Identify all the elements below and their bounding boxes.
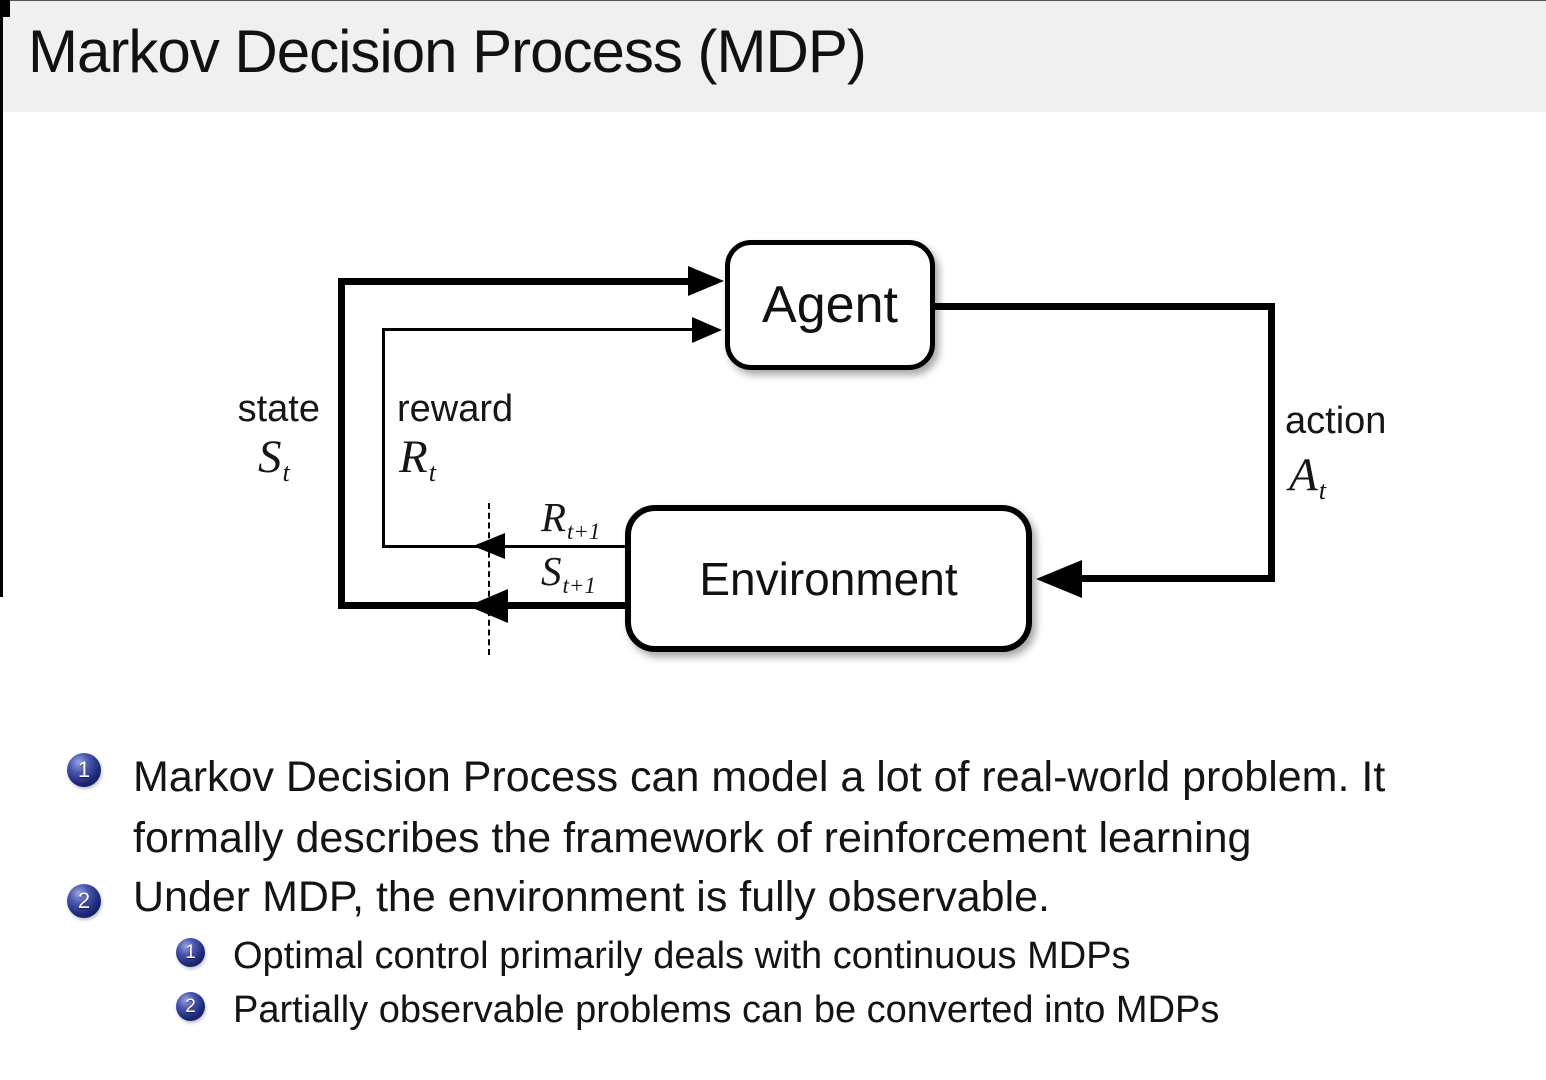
bullet-1-number: 1 (77, 757, 91, 782)
sub-bullet-2-text: Partially observable problems can be con… (233, 989, 1220, 1031)
slide-title: Markov Decision Process (MDP) (28, 18, 867, 85)
next-reward-symbol: Rt+1 (541, 494, 600, 544)
action-line-bottom (1078, 575, 1275, 582)
state-symbol-base: S (258, 431, 282, 483)
reward-line-vertical (382, 328, 385, 548)
bullet-2-number-ball: 2 (67, 884, 101, 918)
next-reward-symbol-base: R (541, 494, 567, 540)
reward-symbol: Rt (399, 431, 436, 486)
state-label: state (237, 388, 320, 430)
next-state-symbol: St+1 (541, 548, 596, 598)
next-reward-symbol-subscript: t+1 (567, 519, 601, 545)
next-state-symbol-subscript: t+1 (562, 573, 596, 599)
next-state-symbol-base: S (541, 548, 562, 594)
slide-header: Markov Decision Process (MDP) (0, 0, 1546, 112)
top-edge-line (0, 0, 1546, 1)
bullet-2-number: 2 (77, 888, 91, 913)
sub-bullet-2-number-ball: 2 (176, 992, 205, 1021)
action-symbol: At (1289, 449, 1326, 504)
environment-label: Environment (699, 552, 958, 605)
action-symbol-base: A (1289, 449, 1318, 501)
agent-label: Agent (762, 276, 898, 334)
left-edge-line (0, 0, 3, 597)
action-line-top (930, 303, 1275, 310)
bullet-2-text: Under MDP, the environment is fully obse… (133, 873, 1050, 921)
reward-line-bottom (382, 545, 630, 548)
state-line-top (338, 278, 690, 285)
reward-symbol-subscript: t (428, 458, 437, 488)
agent-box: Agent (725, 240, 935, 370)
sub-bullet-1-number-ball: 1 (176, 938, 205, 967)
action-arrowhead-into-environment-icon (1036, 560, 1082, 598)
reward-line-top (382, 328, 694, 331)
reward-label: reward (397, 388, 514, 430)
time-step-dashed-line (488, 503, 490, 655)
next-state-arrowhead-icon (468, 589, 508, 623)
state-symbol-subscript: t (282, 458, 290, 488)
environment-box: Environment (625, 505, 1032, 652)
reward-arrowhead-into-agent-icon (692, 317, 722, 343)
bullet-1-number-ball: 1 (67, 753, 101, 787)
state-line-vertical (338, 278, 345, 609)
sub-bullet-1-number: 1 (185, 941, 196, 963)
state-symbol: St (258, 431, 290, 486)
corner-mark (0, 0, 10, 17)
state-arrowhead-into-agent-icon (688, 266, 724, 296)
next-reward-arrowhead-icon (473, 533, 505, 559)
reward-symbol-base: R (399, 431, 428, 483)
mdp-loop-diagram: Agent Environment state reward action St… (237, 240, 1387, 655)
action-label: action (1285, 400, 1387, 442)
sub-bullet-1-text: Optimal control primarily deals with con… (233, 935, 1131, 977)
bullet-1-text: Markov Decision Process can model a lot … (133, 753, 1386, 862)
action-line-vertical (1268, 303, 1275, 582)
sub-bullet-2-number: 2 (185, 995, 196, 1017)
action-symbol-subscript: t (1318, 476, 1327, 506)
